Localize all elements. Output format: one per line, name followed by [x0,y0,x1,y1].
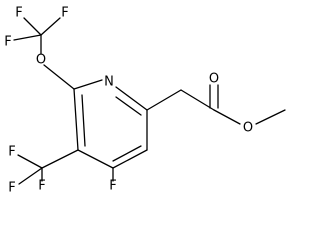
atom-carbonyl-oxygen: O [209,72,219,87]
bond-ring-c4-c3 [77,149,114,169]
bond-ring-ch2 [146,89,182,111]
atom-f-mid-left: F [8,145,15,160]
bond-c-f-mid-lower [18,167,43,185]
atom-f-top-left: F [15,6,22,21]
bond-ring-cf3 [41,149,79,169]
atom-ether-oxygen: O [36,53,46,68]
bond-ring-c5-c4-double [112,145,142,162]
bond-c-f-top-left [23,17,42,36]
chemical-structure-diagram: F F F O N F F F F O O [4,6,286,196]
atom-labels: F F F O N F F F F O O [4,6,253,196]
bond-o-ring [43,64,75,90]
bond-ester-o-methyl [255,109,286,125]
bond-ring-n-c6-double [115,96,142,116]
bond-ring-c5-c4 [112,149,148,169]
atom-ring-nitrogen: N [104,75,114,90]
bond-lines [13,17,286,185]
atom-f-mid-lower: F [8,181,15,196]
bond-ring-c3-c2 [73,88,79,151]
bond-ring-n-c6 [115,86,148,111]
bond-ring-c3-c2-double [81,94,86,147]
atom-f-bottom: F [38,179,45,194]
bond-ring-c2-n [73,79,103,90]
atom-ring-fluorine: F [109,179,116,194]
bond-c-f-top-lower [13,34,42,41]
bond-ch2-carbonyl [180,89,215,111]
bond-carbonyl-ester-o [213,109,241,125]
atom-ester-oxygen: O [243,121,253,136]
atom-f-top-right: F [61,6,68,21]
bond-c-f-mid-left [17,154,43,169]
bond-c-f-top-right [40,17,61,36]
atom-f-top-lower: F [4,35,11,50]
